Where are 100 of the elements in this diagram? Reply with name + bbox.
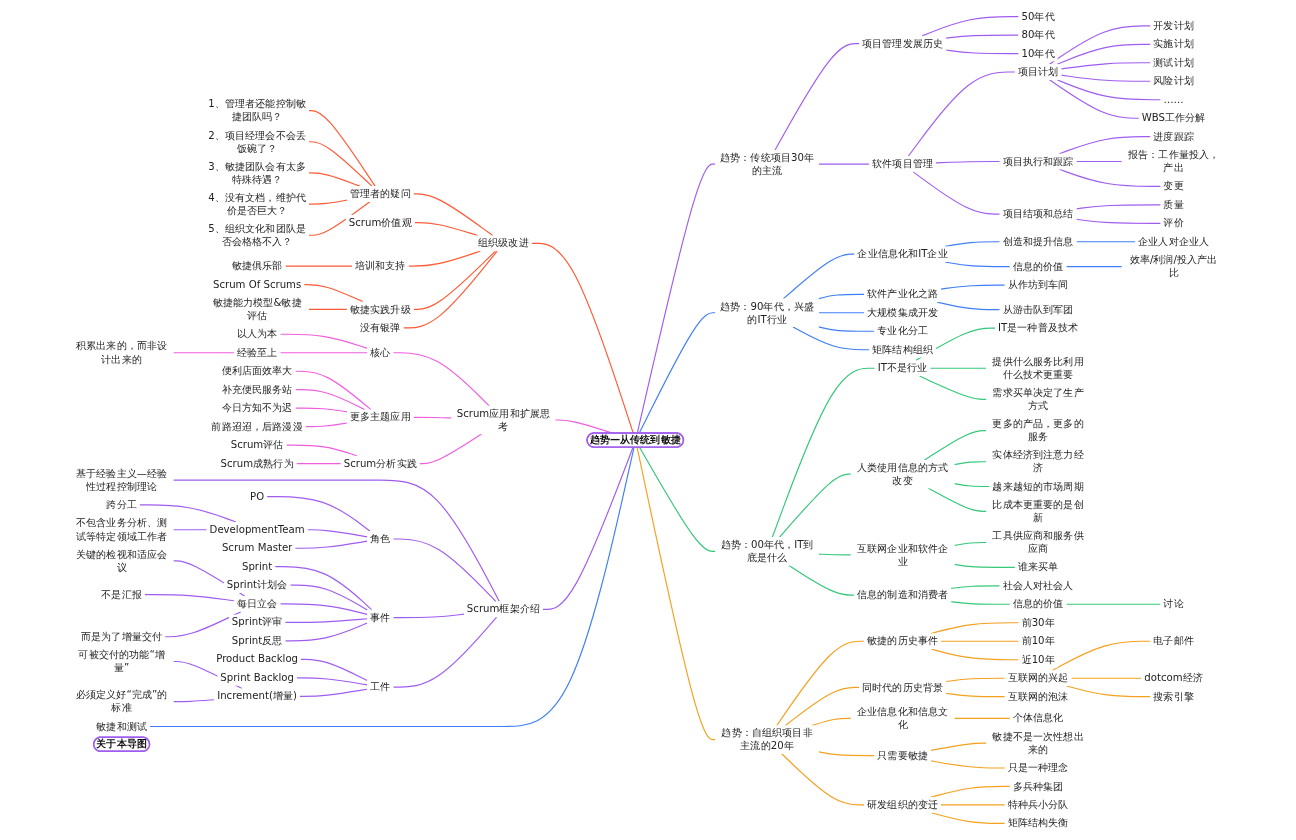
node-text: 必须定义好“完成”的标准 xyxy=(76,688,168,714)
node-text: 需求买单决定了生产方式 xyxy=(992,386,1085,411)
connector xyxy=(954,541,988,546)
node-text: 基于经验主义—经验性过程控制理论 xyxy=(76,467,168,492)
node-text: 同时代的历史背景 xyxy=(862,681,944,693)
node-text: 经验至上 xyxy=(237,346,278,358)
node-text: 软件项目管理 xyxy=(872,157,934,170)
connector xyxy=(954,461,988,466)
connector xyxy=(950,585,1001,589)
connector xyxy=(305,422,348,428)
node-text: 更多的产品，更多的服务 xyxy=(992,417,1085,443)
node-text: 角色 xyxy=(370,532,391,545)
connector xyxy=(772,367,876,538)
connector xyxy=(1076,218,1162,224)
connector xyxy=(930,760,1006,769)
connector xyxy=(403,250,499,329)
node-text: 矩阵结构失衡 xyxy=(1008,817,1069,829)
connector xyxy=(921,16,1020,37)
node-text: 进度跟踪 xyxy=(1153,130,1195,142)
node-text: 从游击队到军团 xyxy=(1002,303,1074,315)
connector xyxy=(300,658,369,682)
node-text: 1、管理者还能控制敏捷团队吗？ xyxy=(208,97,307,123)
node-text: 信息的制造和消费者 xyxy=(857,588,949,601)
node-text: 敏捷的历史事件 xyxy=(867,634,939,647)
connector xyxy=(295,389,366,411)
node-text: 5、组织文化和团队是否会格格不入？ xyxy=(208,222,307,247)
connector xyxy=(308,110,377,187)
connector xyxy=(290,584,369,611)
connector xyxy=(919,375,988,400)
node-text: Scrum应用和扩展思考 xyxy=(457,407,551,432)
node-text: Increment(增量) xyxy=(217,689,298,702)
connector xyxy=(299,688,369,697)
node-text: Scrum价值观 xyxy=(349,216,413,228)
node-text: 项目管理发展历史 xyxy=(862,37,944,49)
connector xyxy=(792,326,871,351)
node-text: 越来越短的市场周期 xyxy=(992,480,1085,492)
node-text: 实施计划 xyxy=(1153,37,1195,50)
node-text: 实体经济到注意力经济 xyxy=(992,449,1085,474)
node-text: 企业信息化和IT企业 xyxy=(857,247,949,260)
node-text: 多兵种集团 xyxy=(1013,780,1064,792)
node-text: 互联网的兴起 xyxy=(1008,671,1069,684)
connector xyxy=(818,751,876,757)
connector xyxy=(954,563,1016,568)
node-text: 互联网的泡沫 xyxy=(1008,690,1069,702)
connector xyxy=(779,473,852,538)
node-text: 趋势：传统项目30年的主流 xyxy=(720,151,815,176)
node-text: 搜索引擎 xyxy=(1153,690,1195,702)
connector xyxy=(788,564,855,596)
node-text: 核心 xyxy=(370,346,391,358)
node-text: 跨分工 xyxy=(106,498,138,511)
connector xyxy=(413,416,453,419)
connector xyxy=(295,407,348,413)
node-text: 企业人对企业人 xyxy=(1138,235,1210,248)
node-text: Scrum成熟行为 xyxy=(220,457,295,469)
connector xyxy=(930,622,1020,635)
node-text: 报告：工作量投入，产出 xyxy=(1128,148,1220,174)
connector xyxy=(173,529,208,531)
connector xyxy=(531,242,635,434)
connector xyxy=(413,250,497,310)
node-text: 不包含业务分析、测试等特定领域工作者 xyxy=(76,517,168,542)
connector xyxy=(930,785,1011,798)
node-text: Scrum框架介绍 xyxy=(467,603,541,615)
connector xyxy=(818,326,876,332)
connector xyxy=(1071,677,1143,679)
connector xyxy=(1066,266,1123,268)
node-text: 测试计划 xyxy=(1153,56,1195,69)
connector xyxy=(954,717,1011,719)
node-text: 工具供应商和服务供应商 xyxy=(992,529,1085,555)
node-text: 今日方知不为迟 xyxy=(221,401,294,414)
connector xyxy=(1076,160,1123,163)
connector xyxy=(924,429,988,461)
node-text: PO xyxy=(250,490,265,502)
connector xyxy=(303,284,364,303)
connector xyxy=(1056,79,1162,101)
node-text: 从作坊到车间 xyxy=(1008,278,1069,291)
connector xyxy=(1076,204,1162,210)
node-text: 关键的检视和适应会议 xyxy=(76,548,168,573)
connector xyxy=(928,487,988,512)
connector xyxy=(636,446,717,741)
connector xyxy=(930,742,988,751)
connector xyxy=(818,312,866,314)
connector xyxy=(637,163,717,434)
connector xyxy=(266,496,372,532)
connector xyxy=(1061,74,1152,82)
node-text: IT不是行业 xyxy=(878,361,928,374)
connector xyxy=(1049,25,1152,65)
connector xyxy=(940,640,1020,642)
node-text: 质量 xyxy=(1163,198,1185,211)
connector xyxy=(542,446,634,610)
node-text: 社会人对社会人 xyxy=(1002,579,1074,592)
node-text: …… xyxy=(1163,93,1185,105)
node-text: 10年代 xyxy=(1021,47,1056,59)
connector xyxy=(785,686,861,727)
connector xyxy=(954,483,991,488)
node-text: DevelopmentTeam xyxy=(209,523,306,535)
connector xyxy=(285,265,353,267)
node-text: 项目计划 xyxy=(1018,65,1059,78)
connector xyxy=(149,446,635,728)
node-text: 只需要敏捷 xyxy=(877,749,929,761)
node-text: 2、项目经理会不会丢饭碗了？ xyxy=(208,129,307,154)
